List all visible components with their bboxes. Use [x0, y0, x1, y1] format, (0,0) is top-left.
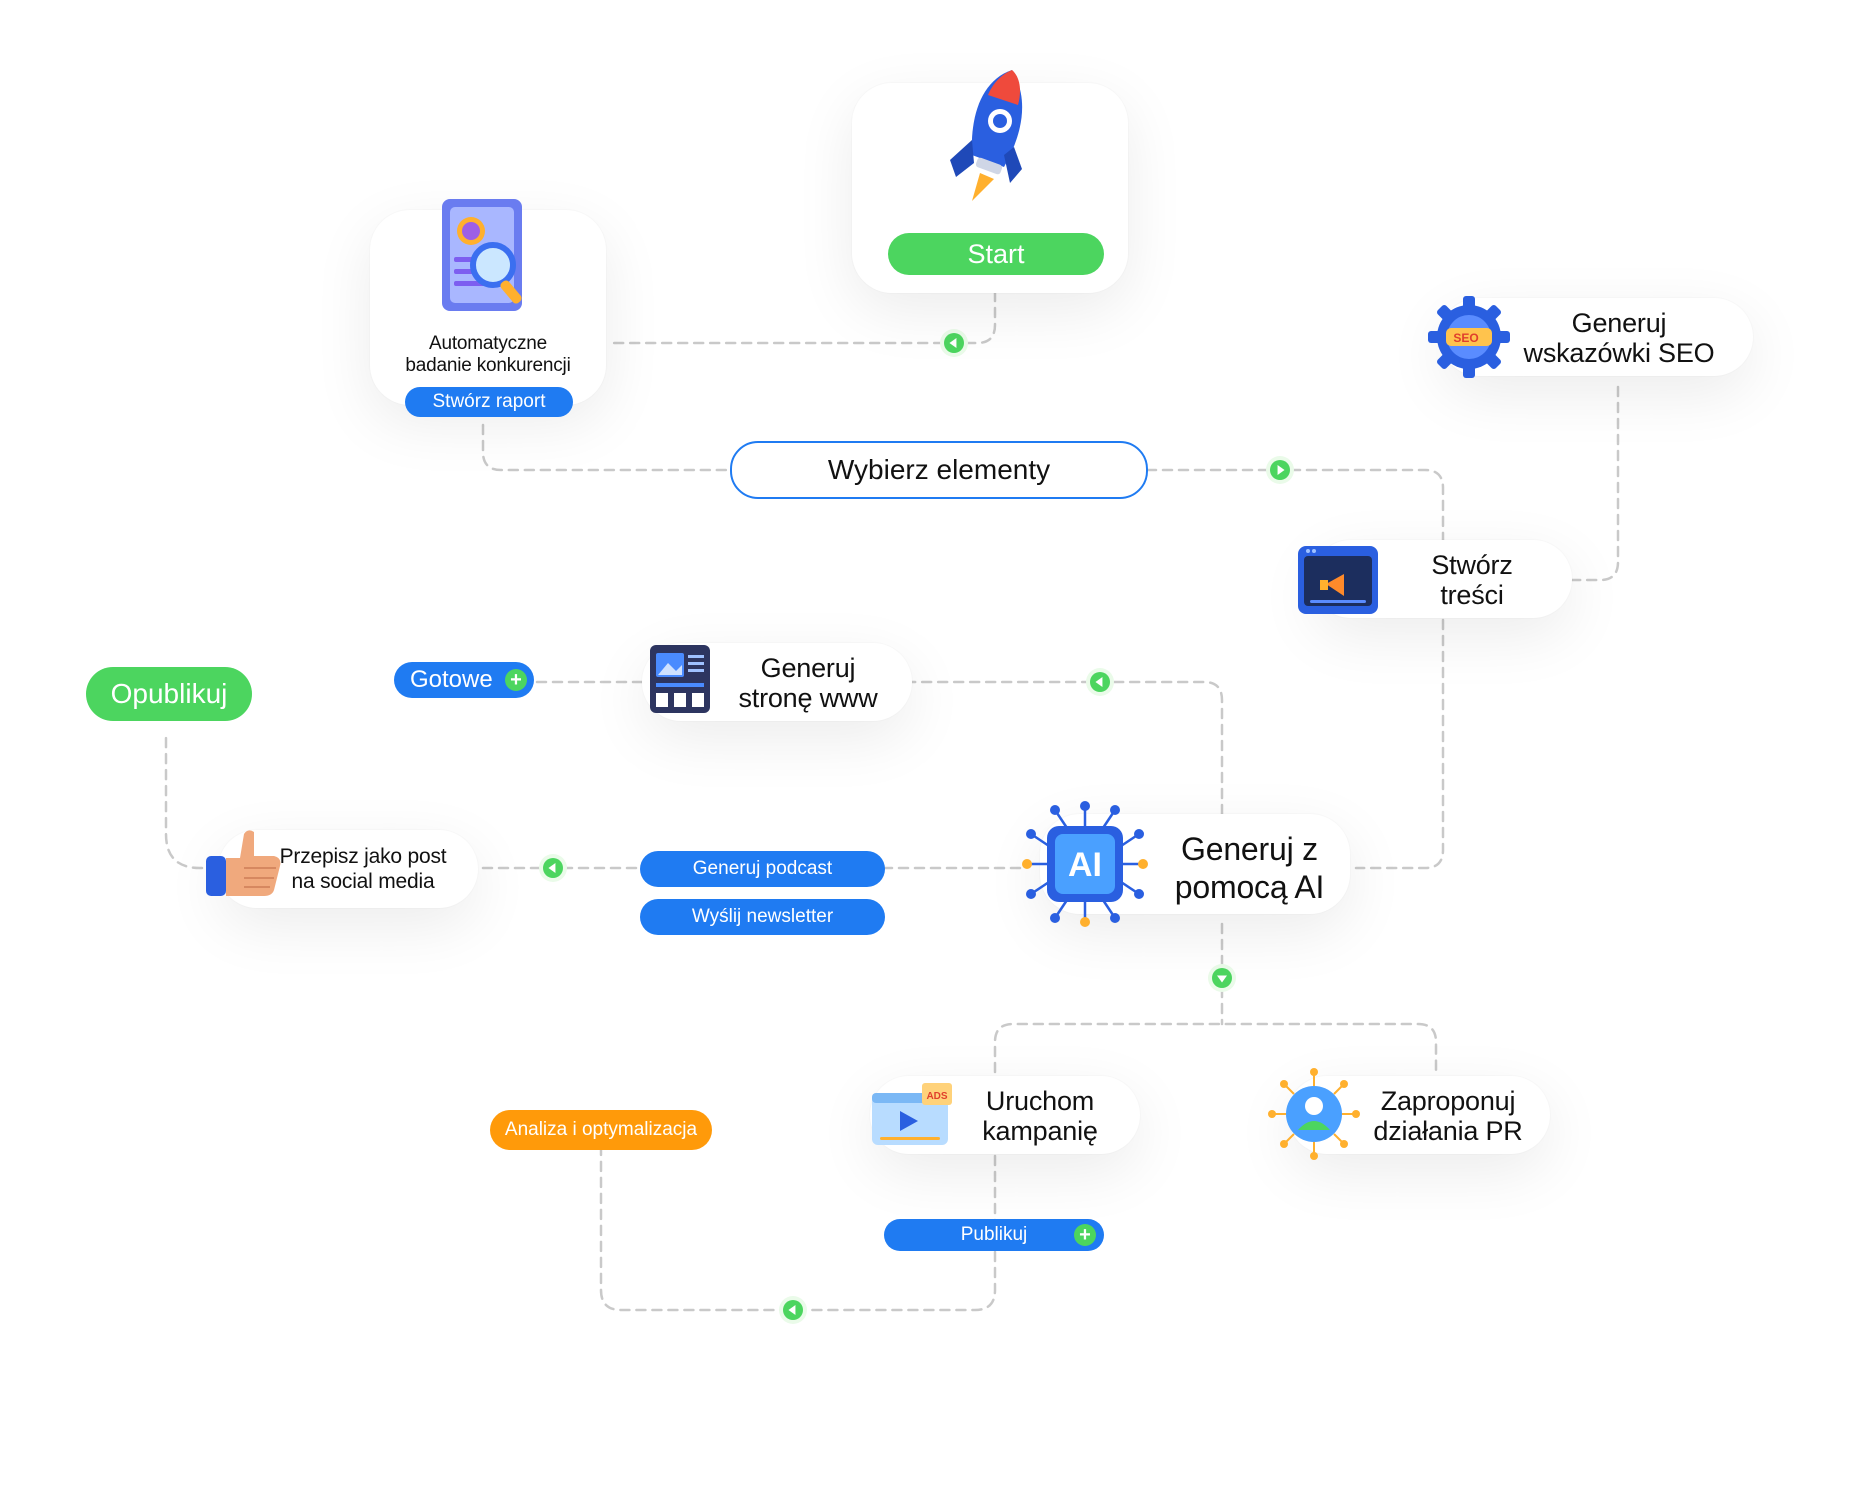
- connector-ai-website: [910, 680, 1224, 816]
- flow-arrow-right: [1270, 460, 1290, 480]
- flow-arrow-left: [1090, 672, 1110, 692]
- content-label: Stwórz treści: [1431, 550, 1513, 610]
- rocket-icon: [942, 65, 1042, 210]
- ai-chip-label: AI: [1068, 846, 1102, 884]
- create-report-button[interactable]: Stwórz raport: [405, 387, 573, 417]
- thumbs-up-icon: [204, 828, 284, 905]
- ai-label: Generuj z pomocą AI: [1174, 831, 1325, 905]
- ai-chip-icon: AI: [1015, 794, 1155, 939]
- publish-campaign-label: Publikuj: [960, 1224, 1028, 1245]
- flow-arrow-left: [543, 858, 563, 878]
- pr-card: Zaproponuj działania PR: [1268, 1068, 1550, 1160]
- flow-arrow-down: [1212, 968, 1232, 988]
- start-card: Start: [852, 70, 1128, 293]
- choose-elements-box[interactable]: Wybierz elementy: [730, 441, 1148, 499]
- content-card: Stwórz treści: [1298, 540, 1572, 618]
- connector-research-choose: [481, 423, 732, 472]
- seo-label: Generuj wskazówki SEO: [1523, 308, 1715, 368]
- publish-campaign-button[interactable]: Publikuj +: [884, 1219, 1104, 1251]
- research-label: Automatyczne badanie konkurencji: [405, 333, 571, 376]
- social-label: Przepisz jako post na social media: [279, 845, 447, 893]
- website-layout-icon: [648, 643, 712, 720]
- social-card: Przepisz jako post na social media: [206, 830, 478, 908]
- start-button[interactable]: Start: [888, 233, 1104, 275]
- generate-podcast-button[interactable]: Generuj podcast: [640, 851, 885, 887]
- publish-final-button[interactable]: Opublikuj: [86, 667, 252, 721]
- flow-arrow-left: [783, 1300, 803, 1320]
- connector-seo-content: [1570, 385, 1620, 582]
- seo-gear-icon: SEO: [1426, 294, 1512, 385]
- flow-arrow-left: [944, 333, 964, 353]
- ai-card: AI Generuj z pomocą AI: [1022, 801, 1350, 927]
- seo-card: SEO Generuj wskazówki SEO: [1428, 296, 1753, 378]
- video-megaphone-icon: [1296, 544, 1380, 621]
- ads-tag: ADS: [926, 1091, 947, 1102]
- research-card: Automatyczne badanie konkurencji Stwórz …: [370, 199, 606, 417]
- pr-label: Zaproponuj działania PR: [1373, 1086, 1523, 1146]
- seo-tag: SEO: [1453, 331, 1478, 345]
- connector-choose-content: [1145, 468, 1445, 542]
- ads-video-icon: ADS: [870, 1081, 954, 1154]
- done-button[interactable]: Gotowe +: [394, 662, 534, 698]
- plus-icon: +: [1074, 1224, 1096, 1246]
- connector-branch: [993, 1022, 1438, 1122]
- campaign-card: ADS Uruchom kampanię: [870, 1076, 1140, 1154]
- pr-person-icon: [1264, 1064, 1364, 1169]
- connector-social-publish: [164, 733, 220, 870]
- website-card: Generuj stronę www: [642, 643, 912, 721]
- analysis-button[interactable]: Analiza i optymalizacja: [490, 1110, 712, 1150]
- plus-icon: +: [505, 669, 527, 691]
- send-newsletter-button[interactable]: Wyślij newsletter: [640, 899, 885, 935]
- report-magnifier-icon: [438, 195, 538, 335]
- campaign-label: Uruchom kampanię: [982, 1086, 1098, 1146]
- website-label: Generuj stronę www: [738, 653, 878, 713]
- done-button-label: Gotowe: [410, 666, 493, 693]
- connector-content-ai: [1354, 618, 1445, 870]
- connector-start-research: [606, 290, 997, 345]
